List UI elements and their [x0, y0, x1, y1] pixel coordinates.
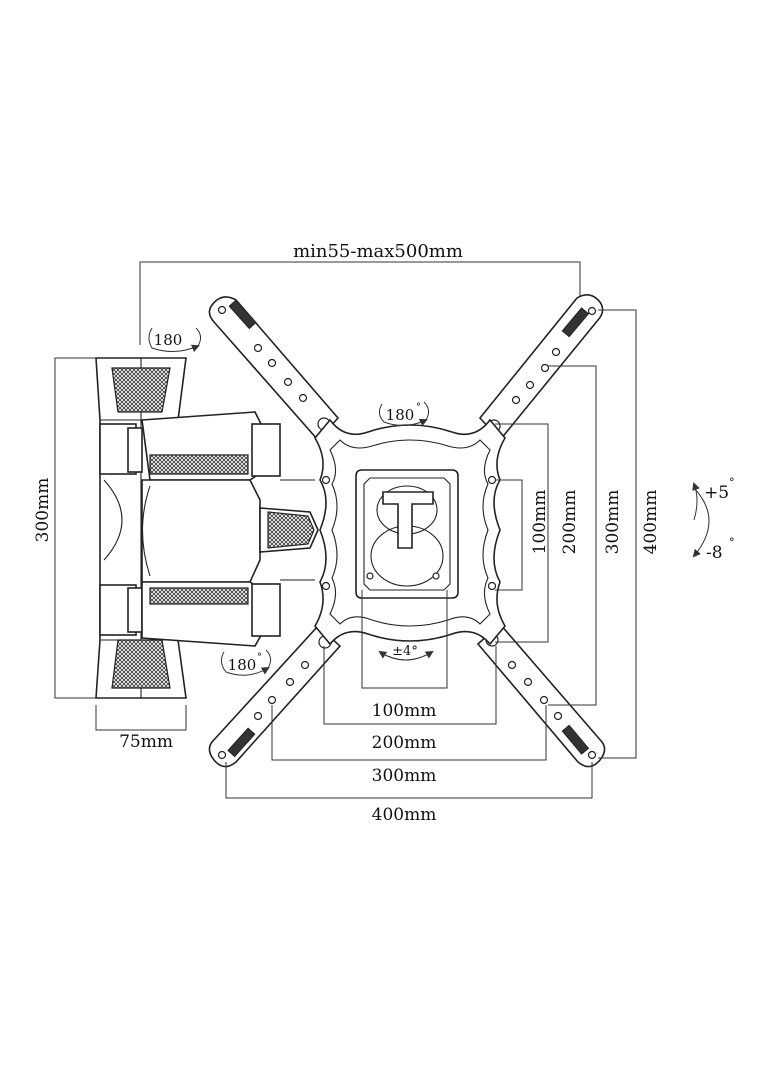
vertical-100-label: 100mm [530, 490, 550, 555]
horizontal-300-label: 300mm [372, 766, 437, 786]
wall-plate-dimensions: 300mm 75mm [33, 357, 187, 752]
tv-bracket [208, 294, 606, 768]
vertical-dimensions: 100mm 200mm 300mm 400mm [495, 309, 661, 759]
bracket-arm-top-right [478, 294, 604, 442]
tilt-up-label: +5 [704, 483, 729, 503]
swivel-indicator-top: 180 [148, 327, 202, 353]
swing-arm [99, 411, 319, 647]
arm-extension-label: min55-max500mm [293, 241, 463, 262]
rotation-center-label: 180 [386, 406, 415, 424]
bracket-arm-bottom-right [476, 622, 606, 768]
arm-extension-dimension: min55-max500mm [139, 241, 581, 345]
bracket-arm-bottom-left [208, 624, 342, 768]
rotation-center-degree: ° [416, 402, 421, 413]
wall-plate-top-mesh [111, 367, 171, 413]
swivel-bottom-degree: ° [257, 652, 262, 663]
tilt-down-label: -8 [706, 543, 723, 563]
level-adjust-indicator: ±4° [378, 644, 434, 661]
wall-plate-bottom-mesh [111, 639, 171, 689]
wall-plate-depth-label: 75mm [119, 732, 173, 752]
horizontal-200-label: 200mm [372, 733, 437, 753]
vertical-400-label: 400mm [641, 490, 661, 555]
swivel-top-label: 180 [154, 331, 183, 349]
vertical-200-label: 200mm [560, 490, 580, 555]
vertical-300-label: 300mm [603, 490, 623, 555]
tilt-down-degree: ° [729, 536, 735, 549]
swivel-indicator-bottom: 180 ° [220, 649, 272, 676]
wall-plate-height-label: 300mm [33, 478, 53, 543]
horizontal-100-label: 100mm [372, 701, 437, 721]
level-adjust-label: ±4° [392, 644, 418, 659]
tilt-up-degree: ° [729, 476, 735, 489]
horizontal-dimensions: 100mm 200mm 300mm 400mm [225, 590, 593, 825]
horizontal-400-label: 400mm [372, 805, 437, 825]
rotation-indicator-center: 180 ° [378, 401, 430, 427]
tilt-indicator: +5 ° -8 ° [692, 476, 735, 563]
swivel-bottom-label: 180 [228, 656, 257, 674]
